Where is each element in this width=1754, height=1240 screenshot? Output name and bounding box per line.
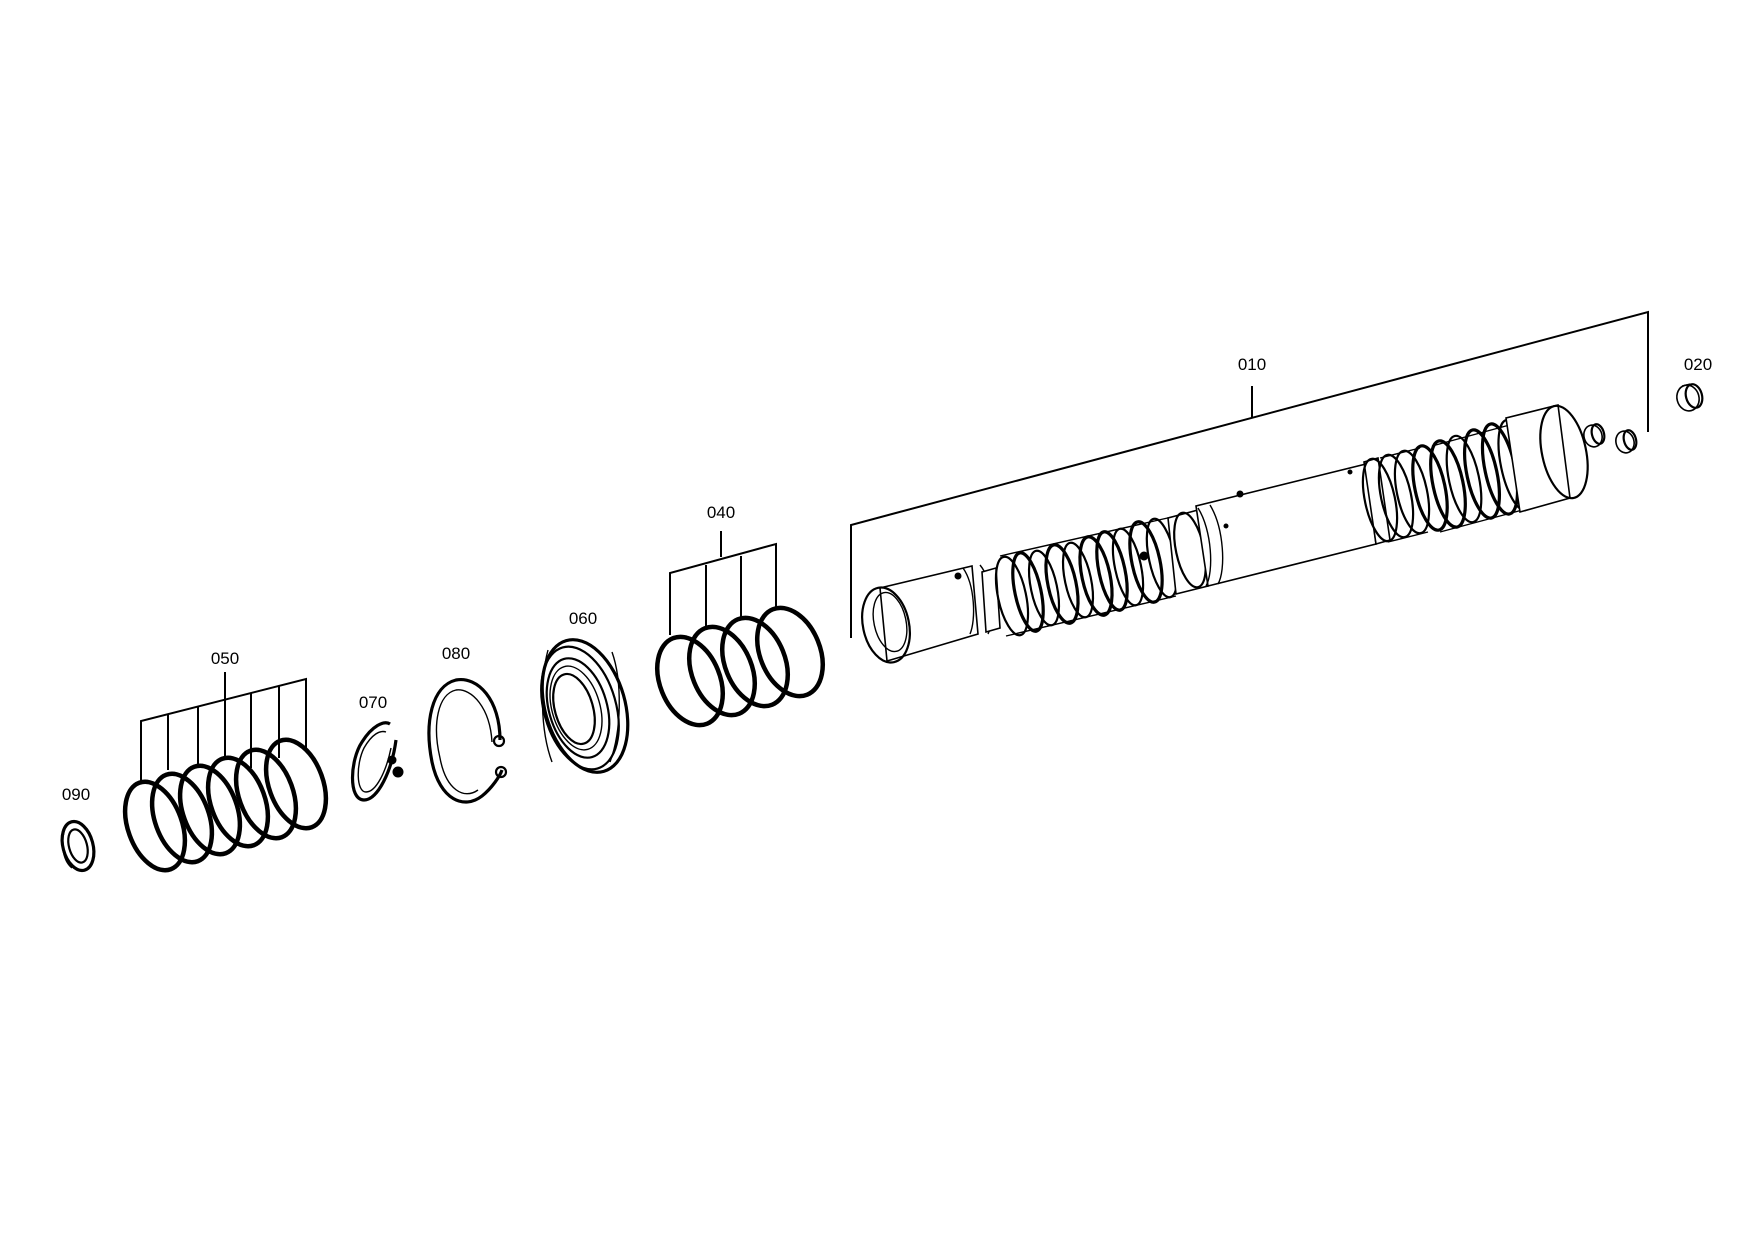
callout-090: 090 (62, 785, 90, 804)
callout-010: 010 (1238, 355, 1266, 374)
callout-070: 070 (359, 693, 387, 712)
callout-080: 080 (442, 644, 470, 663)
callout-050: 050 (211, 649, 239, 668)
part-010-shaft (861, 404, 1638, 664)
callout-060: 060 (569, 609, 597, 628)
shaft-right-end (1505, 404, 1571, 514)
leader-010 (850, 310, 1649, 638)
callout-040: 040 (707, 503, 735, 522)
shaft-left-ring-pack (994, 516, 1179, 637)
shaft-plugs (1583, 423, 1638, 454)
part-040-rings (655, 605, 825, 728)
shaft-left-end (879, 565, 979, 663)
part-020-plug (1676, 383, 1704, 412)
leader-050 (140, 672, 307, 782)
part-050-sealing-rings (122, 737, 329, 873)
part-080-circlip (427, 678, 508, 804)
leader-040 (669, 531, 777, 635)
part-060-ball-bearing (540, 638, 630, 774)
part-070-retaining-ring (351, 721, 404, 802)
callout-020: 020 (1684, 355, 1712, 374)
part-090-seal-ring (60, 819, 96, 873)
